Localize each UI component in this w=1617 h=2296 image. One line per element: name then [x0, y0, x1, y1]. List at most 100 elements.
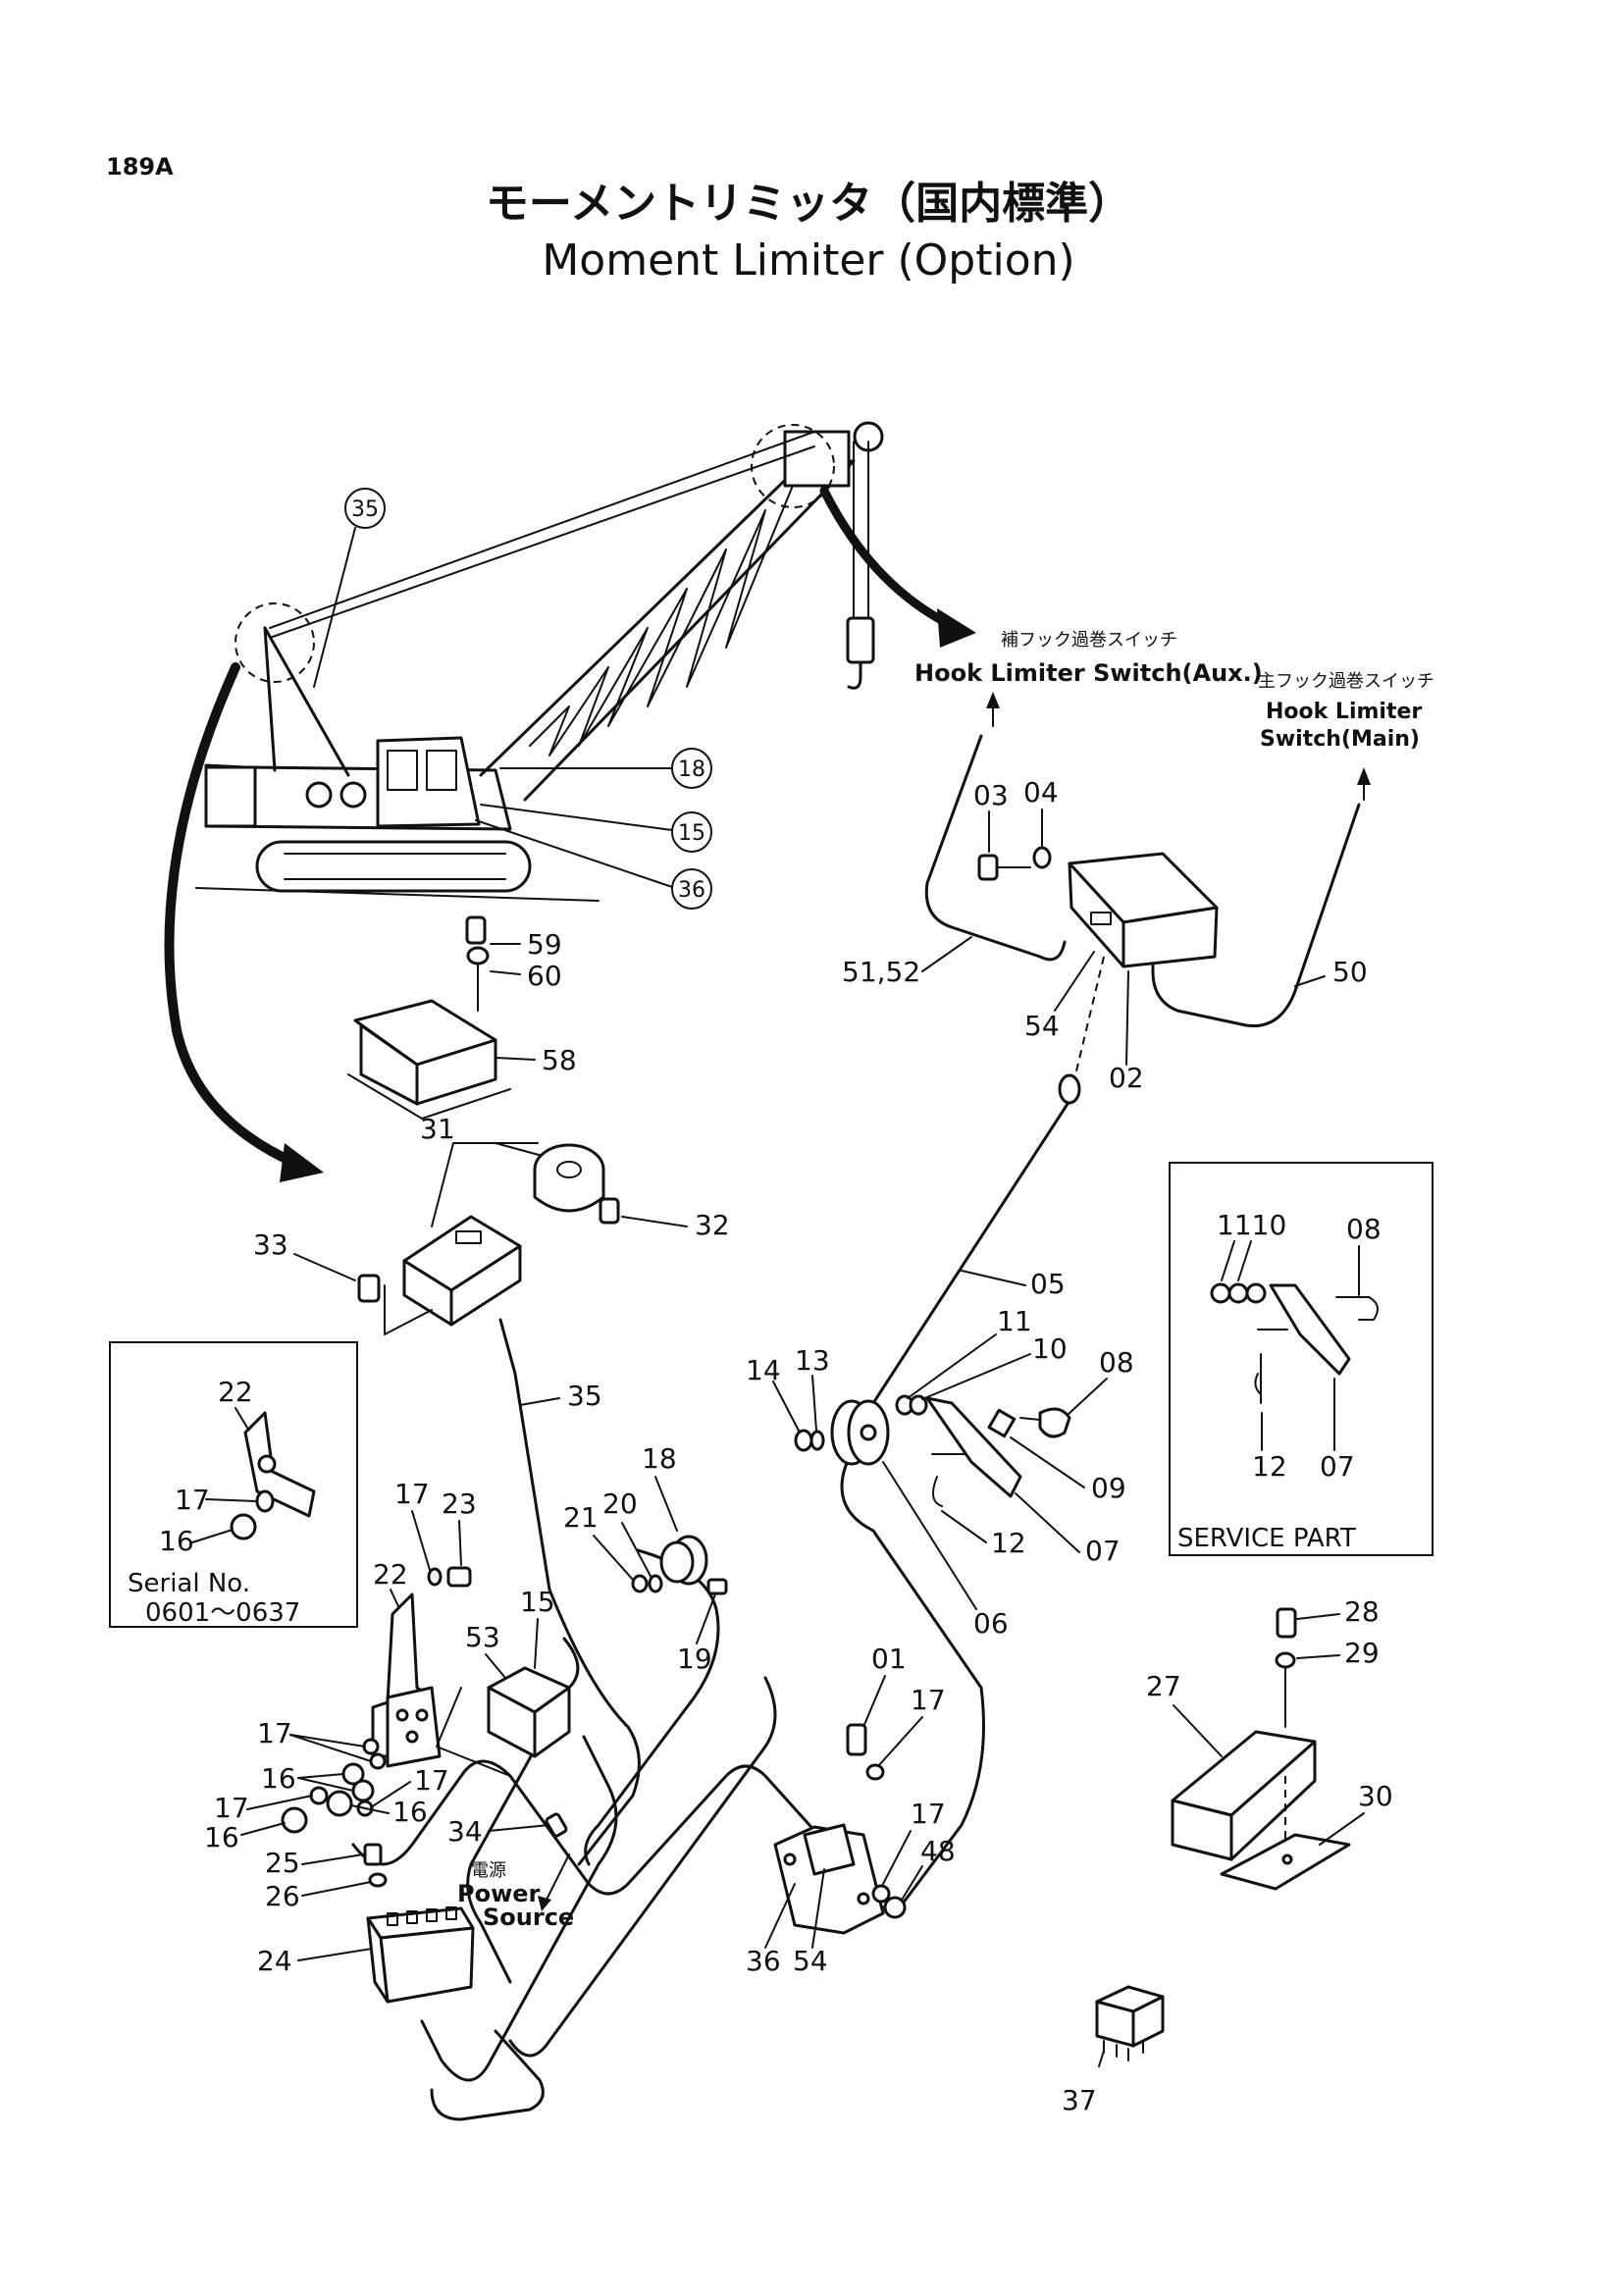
label-12: 12 — [991, 1527, 1026, 1559]
label-53: 53 — [465, 1621, 500, 1653]
hook-main-en-2: Switch(Main) — [1260, 727, 1420, 752]
counterweight — [204, 765, 257, 828]
label-60: 60 — [527, 960, 562, 992]
page-number: 189A — [106, 153, 174, 181]
label-48: 48 — [920, 1835, 956, 1867]
serial-label-16: 16 — [159, 1525, 194, 1557]
u-bolt-08 — [1038, 1407, 1071, 1438]
label-10: 10 — [1032, 1332, 1068, 1365]
label-24: 24 — [257, 1945, 292, 1977]
label-37: 37 — [1062, 2084, 1097, 2116]
label-26: 26 — [265, 1880, 300, 1912]
serial-no-label: Serial No. — [128, 1569, 250, 1598]
label-09: 09 — [1091, 1472, 1126, 1504]
label-01: 01 — [871, 1643, 907, 1675]
callout-15: 15 — [480, 804, 712, 853]
crawler-track — [255, 840, 532, 893]
label-54-bottom: 54 — [793, 1945, 828, 1977]
callout-18: 18 — [499, 748, 712, 789]
label-33: 33 — [253, 1228, 288, 1261]
cover-27-group: 28 29 27 30 37 — [1062, 1595, 1393, 2116]
crane-illustration: 35 18 15 36 — [164, 421, 976, 1182]
control-unit-group: 59 60 58 31 32 33 35 — [253, 915, 730, 1866]
label-06: 06 — [973, 1607, 1009, 1640]
label-17-f: 17 — [911, 1798, 946, 1830]
hook-main-jp: 主フック過巻スイッチ — [1258, 671, 1434, 692]
label-29: 29 — [1344, 1637, 1380, 1669]
operator-cab — [376, 736, 481, 828]
lower-left-group: 17 23 22 17 16 17 17 16 16 — [204, 1478, 574, 2004]
label-16-a: 16 — [261, 1762, 296, 1795]
label-54-top: 54 — [1024, 1010, 1060, 1042]
label-51-52: 51,52 — [842, 956, 920, 988]
hook-aux-jp: 補フック過巻スイッチ — [1001, 630, 1177, 651]
service-part-label: SERVICE PART — [1177, 1524, 1356, 1553]
boom — [479, 459, 856, 802]
label-17-d: 17 — [214, 1792, 249, 1824]
service-part-frame — [1169, 1162, 1434, 1556]
label-17-c: 17 — [414, 1764, 449, 1797]
detail-circle-aframe — [235, 602, 315, 683]
label-17-e: 17 — [911, 1684, 946, 1716]
power-source-en-2: Source — [483, 1904, 574, 1931]
connector-33 — [357, 1274, 381, 1303]
bracket-07 — [925, 1396, 1022, 1498]
label-15: 15 — [520, 1586, 555, 1618]
label-34: 34 — [447, 1815, 483, 1848]
label-36: 36 — [746, 1945, 781, 1977]
label-13: 13 — [795, 1344, 830, 1377]
washer-29 — [1275, 1651, 1296, 1669]
svg-text:15: 15 — [678, 821, 705, 846]
service-label-07: 07 — [1320, 1450, 1355, 1483]
label-22: 22 — [373, 1558, 408, 1591]
serial-no-range: 0601～0637 — [145, 1598, 300, 1628]
bolt-03 — [977, 854, 999, 881]
label-31: 31 — [420, 1113, 455, 1145]
label-20: 20 — [602, 1487, 638, 1520]
bolt-23 — [446, 1566, 472, 1588]
hook-main-en-1: Hook Limiter — [1266, 700, 1422, 724]
switch-18-group: 18 21 20 19 — [563, 1442, 728, 1675]
service-label-1110: 1110 — [1217, 1209, 1286, 1241]
svg-text:18: 18 — [678, 757, 705, 782]
boom-tip — [783, 430, 851, 488]
washer-13 — [809, 1430, 825, 1451]
connector-32 — [599, 1197, 620, 1225]
label-28: 28 — [1344, 1595, 1380, 1628]
washer-10 — [909, 1394, 928, 1416]
label-32: 32 — [695, 1209, 730, 1241]
label-19: 19 — [677, 1643, 712, 1675]
service-bracket-07 — [1269, 1283, 1351, 1376]
hook-aux-en: Hook Limiter Switch(Aux.) — [914, 659, 1263, 687]
label-07: 07 — [1085, 1535, 1121, 1567]
label-08: 08 — [1099, 1346, 1134, 1379]
title-english: Moment Limiter (Option) — [542, 235, 1074, 286]
label-35: 35 — [567, 1380, 602, 1412]
washer-04 — [1032, 846, 1052, 869]
label-05: 05 — [1030, 1268, 1066, 1300]
label-14: 14 — [746, 1354, 781, 1386]
label-25: 25 — [265, 1847, 300, 1879]
bracket-22-serial — [243, 1411, 316, 1518]
service-label-08: 08 — [1346, 1213, 1382, 1245]
label-30: 30 — [1358, 1780, 1393, 1812]
svg-text:35: 35 — [351, 497, 379, 522]
label-11: 11 — [997, 1305, 1032, 1337]
service-part-inset: 1110 08 12 07 SERVICE PART — [1169, 1162, 1434, 1556]
sensor-group: 14 13 11 10 08 09 12 07 06 05 — [746, 1268, 1134, 1640]
hook-limiter-group: 補フック過巻スイッチ Hook Limiter Switch(Aux.) 主フッ… — [842, 630, 1434, 1405]
bolt-28 — [1276, 1607, 1297, 1639]
label-17-b: 17 — [257, 1717, 292, 1749]
washer-14 — [794, 1429, 813, 1452]
callout-36: 36 — [475, 819, 712, 910]
label-18: 18 — [642, 1442, 677, 1475]
bolt-59 — [465, 915, 487, 945]
label-58: 58 — [542, 1044, 577, 1076]
label-21: 21 — [563, 1501, 599, 1534]
label-16-b: 16 — [392, 1796, 428, 1828]
label-03: 03 — [973, 779, 1009, 811]
serial-label-17: 17 — [175, 1484, 210, 1516]
power-source-en-1: Power — [457, 1880, 541, 1907]
nut-48 — [883, 1896, 907, 1919]
bracket-36-group: 01 17 17 48 36 54 — [746, 1643, 956, 1977]
